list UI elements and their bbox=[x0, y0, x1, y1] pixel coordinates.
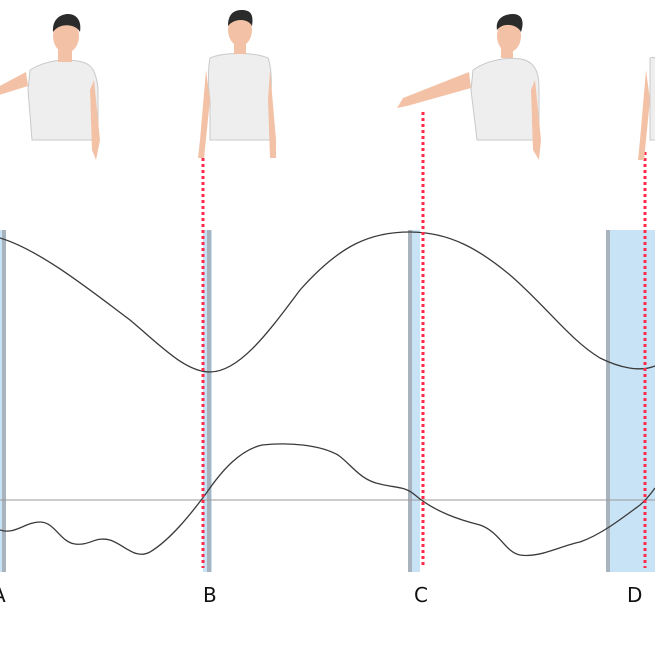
left-arm bbox=[198, 70, 210, 158]
hair bbox=[496, 14, 523, 32]
shirt bbox=[208, 53, 272, 141]
marker-label-d: D bbox=[627, 583, 642, 607]
hair bbox=[228, 10, 253, 26]
person-figure-4 bbox=[638, 56, 655, 160]
shirt bbox=[470, 57, 540, 141]
head bbox=[497, 20, 521, 52]
right-arm bbox=[268, 70, 276, 158]
event-lines bbox=[201, 112, 647, 568]
marker-label-c: C bbox=[414, 583, 428, 607]
upper-curve bbox=[0, 231, 655, 373]
lower-curve bbox=[0, 443, 655, 557]
person-figure-1 bbox=[0, 14, 100, 160]
person-figure-2 bbox=[198, 10, 276, 158]
marker-label-b: B bbox=[203, 583, 217, 607]
person-figure-3 bbox=[397, 14, 541, 160]
shirt bbox=[649, 56, 655, 141]
lower-arm bbox=[90, 80, 100, 160]
band-b-edge bbox=[207, 230, 211, 572]
highlight-bands bbox=[0, 230, 655, 572]
lower-arm bbox=[531, 80, 541, 160]
shirt bbox=[27, 59, 99, 141]
hair bbox=[52, 14, 81, 32]
band-c-edge bbox=[408, 230, 412, 572]
raised-arm bbox=[0, 72, 28, 95]
marker-label-a: A bbox=[0, 583, 6, 607]
band-d-edge bbox=[606, 230, 610, 572]
marker-labels: A B C D bbox=[0, 583, 642, 607]
band-a-edge bbox=[2, 230, 6, 572]
left-arm bbox=[638, 70, 650, 160]
raised-arm bbox=[397, 72, 471, 108]
head bbox=[228, 14, 252, 46]
head bbox=[53, 19, 79, 53]
band-d bbox=[608, 230, 655, 572]
